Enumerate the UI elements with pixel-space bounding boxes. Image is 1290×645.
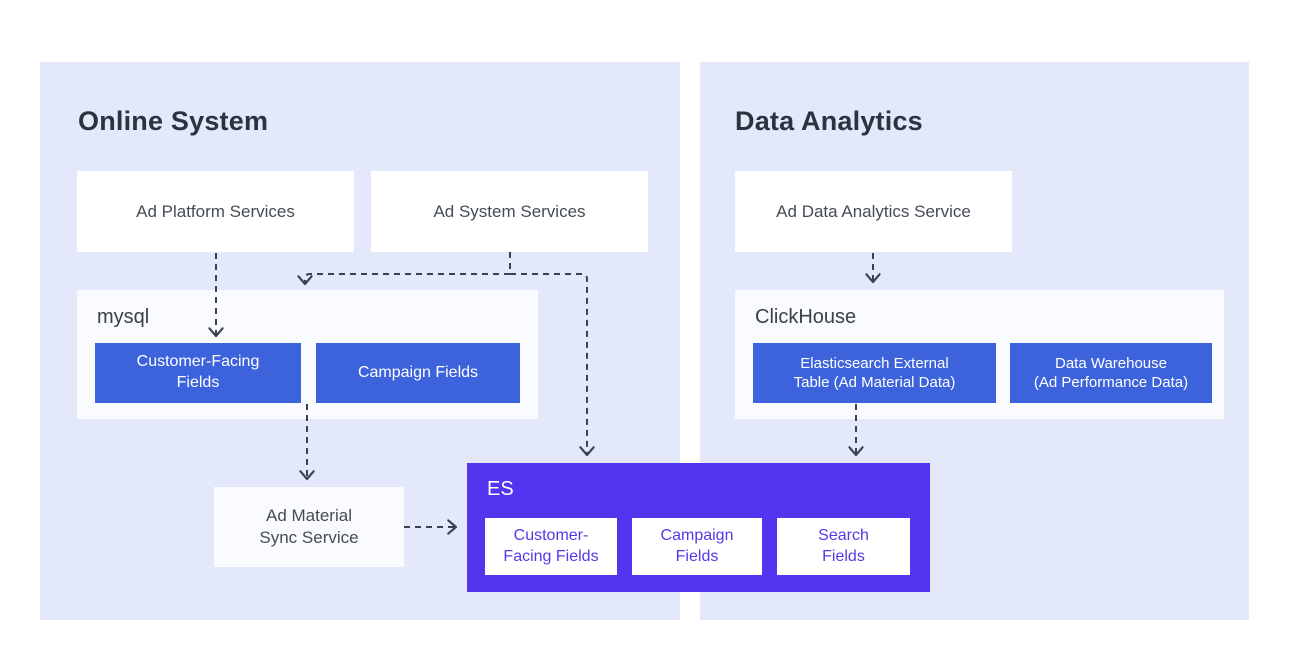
mysql-label: mysql — [97, 306, 150, 328]
mysql-campaign-fields-chip: Campaign Fields — [316, 343, 520, 403]
ad-platform-services-node: Ad Platform Services — [77, 171, 354, 252]
online-system-title: Online System — [78, 106, 269, 136]
es-box: ES Customer- Facing Fields Campaign Fiel… — [467, 463, 930, 592]
clickhouse-container: ClickHouse Elasticsearch External Table … — [735, 290, 1224, 419]
mysql-container: mysql Customer-Facing Fields Campaign Fi… — [77, 290, 538, 419]
clickhouse-es-external-table-chip: Elasticsearch External Table (Ad Materia… — [753, 343, 996, 403]
data-analytics-title: Data Analytics — [735, 106, 923, 136]
es-customer-facing-fields-chip: Customer- Facing Fields — [485, 518, 617, 575]
clickhouse-label: ClickHouse — [755, 306, 857, 328]
ad-system-services-node: Ad System Services — [371, 171, 648, 252]
es-search-fields-chip: Search Fields — [777, 518, 910, 575]
es-label: ES — [487, 478, 514, 500]
mysql-customer-facing-fields-chip: Customer-Facing Fields — [95, 343, 301, 403]
ad-data-analytics-service-node: Ad Data Analytics Service — [735, 171, 1012, 252]
clickhouse-data-warehouse-chip: Data Warehouse (Ad Performance Data) — [1010, 343, 1212, 403]
ad-material-sync-service-node: Ad Material Sync Service — [214, 487, 404, 567]
es-campaign-fields-chip: Campaign Fields — [632, 518, 762, 575]
